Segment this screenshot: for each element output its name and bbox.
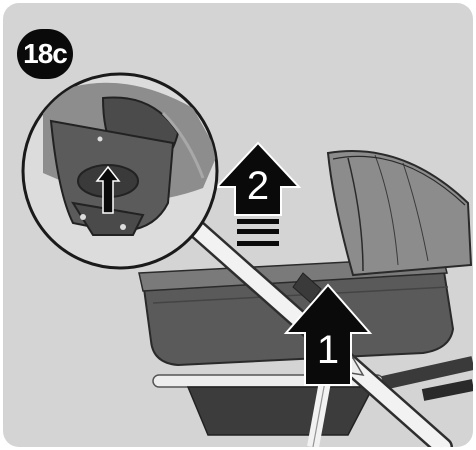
stroller-illustration: 1 2: [3, 3, 473, 447]
step-number-badge: 18c: [17, 29, 73, 79]
arrow-2-up: 2: [217, 143, 299, 246]
arrow-2-number: 2: [247, 164, 269, 208]
carrycot-hood: [328, 151, 471, 275]
arrow-1-number: 1: [317, 328, 339, 372]
illustration-panel: 1 2: [3, 3, 473, 447]
detail-inset: [23, 74, 218, 268]
